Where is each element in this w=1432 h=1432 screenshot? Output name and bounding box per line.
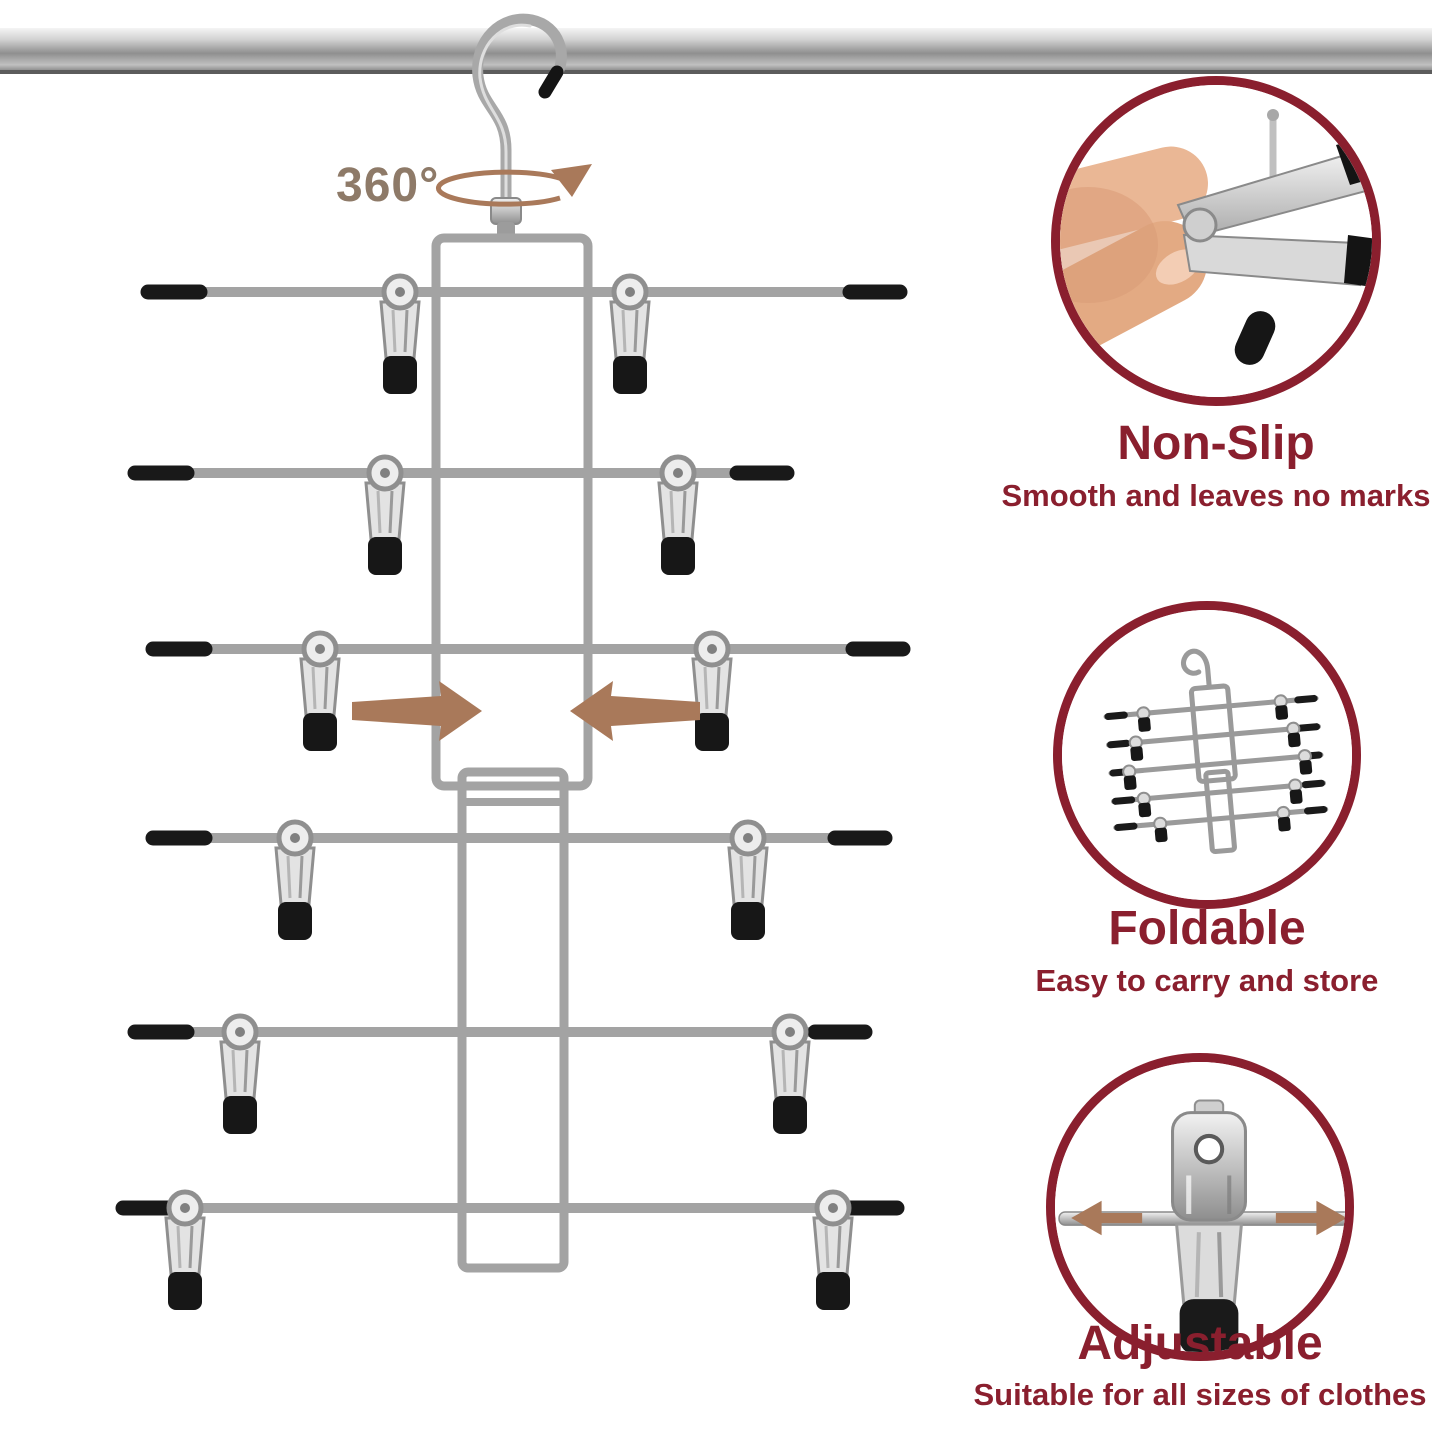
clip-icon bbox=[221, 1016, 259, 1134]
tier-bar-6 bbox=[115, 1192, 905, 1310]
clip-icon bbox=[166, 1192, 204, 1310]
nonslip-subtitle: Smooth and leaves no marks bbox=[1001, 478, 1431, 513]
clip-on-rod-photo bbox=[1055, 1062, 1345, 1352]
rotation-label: 360° bbox=[336, 159, 440, 212]
adjustable-subtitle: Suitable for all sizes of clothes bbox=[973, 1377, 1427, 1412]
tier-bar-1 bbox=[140, 276, 908, 394]
tier-bar-2 bbox=[127, 457, 795, 575]
nonslip-title: Non-Slip bbox=[1117, 417, 1315, 470]
callout-foldable-image bbox=[1053, 601, 1361, 909]
hanger-hook bbox=[472, 13, 567, 238]
hand-clip-photo bbox=[1060, 85, 1372, 397]
rotation-arrow-icon bbox=[435, 164, 592, 207]
fold-arrow-left bbox=[352, 681, 482, 741]
clip-icon bbox=[611, 276, 649, 394]
clip-icon bbox=[814, 1192, 852, 1310]
clip-icon bbox=[301, 633, 339, 751]
clip-icon bbox=[771, 1016, 809, 1134]
clip-icon bbox=[659, 457, 697, 575]
callout-adjustable-image bbox=[1046, 1053, 1354, 1361]
callout-nonslip-image bbox=[1051, 76, 1381, 406]
clip-icon bbox=[729, 822, 767, 940]
fold-arrow-right bbox=[570, 681, 700, 741]
foldable-title: Foldable bbox=[1108, 902, 1306, 955]
clip-icon bbox=[366, 457, 404, 575]
folded-hanger-photo bbox=[1062, 610, 1352, 900]
clip-icon bbox=[693, 633, 731, 751]
closet-rod bbox=[0, 28, 1432, 74]
hanger-frame-outer bbox=[431, 233, 593, 791]
tier-bar-3 bbox=[145, 633, 911, 751]
tier-bar-5 bbox=[127, 1016, 873, 1134]
tier-bar-4 bbox=[145, 822, 893, 940]
adjustable-title: Adjustable bbox=[1077, 1317, 1323, 1370]
hanger-frame-inner bbox=[457, 767, 569, 1273]
clip-icon bbox=[276, 822, 314, 940]
foldable-subtitle: Easy to carry and store bbox=[1035, 963, 1379, 998]
clip-icon bbox=[381, 276, 419, 394]
